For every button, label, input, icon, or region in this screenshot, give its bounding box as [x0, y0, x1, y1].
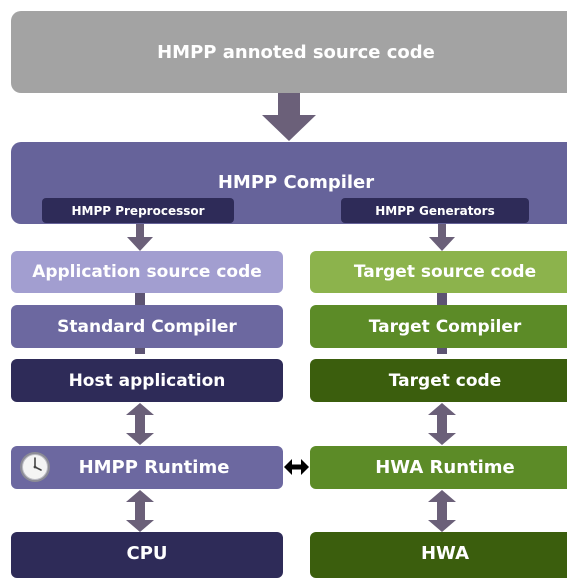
hmpp-generators-label: HMPP Generators [375, 203, 495, 218]
hwa-box: HWA [310, 532, 567, 578]
host-application-label: Host application [68, 370, 226, 391]
cpu-box: CPU [11, 532, 283, 578]
target-compiler-label: Target Compiler [368, 316, 522, 337]
hwa-label: HWA [420, 543, 470, 564]
standard-compiler-box: Standard Compiler [11, 305, 283, 348]
target-code-label: Target code [388, 370, 502, 391]
annotated-source-box: HMPP annoted source code [11, 11, 567, 93]
cpu-label: CPU [126, 543, 168, 564]
target-runtime-double-arrow-icon [428, 403, 456, 445]
generators-down-arrow-icon [429, 224, 455, 251]
annotated-source-label: HMPP annoted source code [157, 41, 435, 63]
target-compiler-box: Target Compiler [310, 305, 567, 348]
hmpp-runtime-box: HMPP Runtime [11, 446, 283, 489]
application-source-label: Application source code [32, 262, 262, 282]
target-source-label: Target source code [353, 262, 537, 282]
runtime-link-double-arrow-icon [284, 459, 309, 475]
target-source-box: Target source code [310, 251, 567, 293]
hwa-runtime-box: HWA Runtime [310, 446, 567, 489]
down-arrow-icon [262, 93, 316, 141]
preprocessor-down-arrow-icon [127, 224, 153, 251]
runtime-cpu-double-arrow-icon [126, 490, 154, 532]
clock-icon [20, 452, 50, 482]
hmpp-compiler-label: HMPP Compiler [217, 172, 375, 193]
runtime-hwa-double-arrow-icon [428, 490, 456, 532]
hmpp-runtime-label: HMPP Runtime [78, 457, 230, 478]
host-application-box: Host application [11, 359, 283, 402]
standard-compiler-label: Standard Compiler [57, 316, 237, 337]
hmpp-preprocessor-label: HMPP Preprocessor [71, 203, 205, 218]
target-code-box: Target code [310, 359, 567, 402]
hmpp-preprocessor-box: HMPP Preprocessor [42, 198, 234, 223]
hwa-runtime-label: HWA Runtime [375, 457, 515, 478]
hmpp-generators-box: HMPP Generators [341, 198, 529, 223]
host-runtime-double-arrow-icon [126, 403, 154, 445]
application-source-box: Application source code [11, 251, 283, 293]
